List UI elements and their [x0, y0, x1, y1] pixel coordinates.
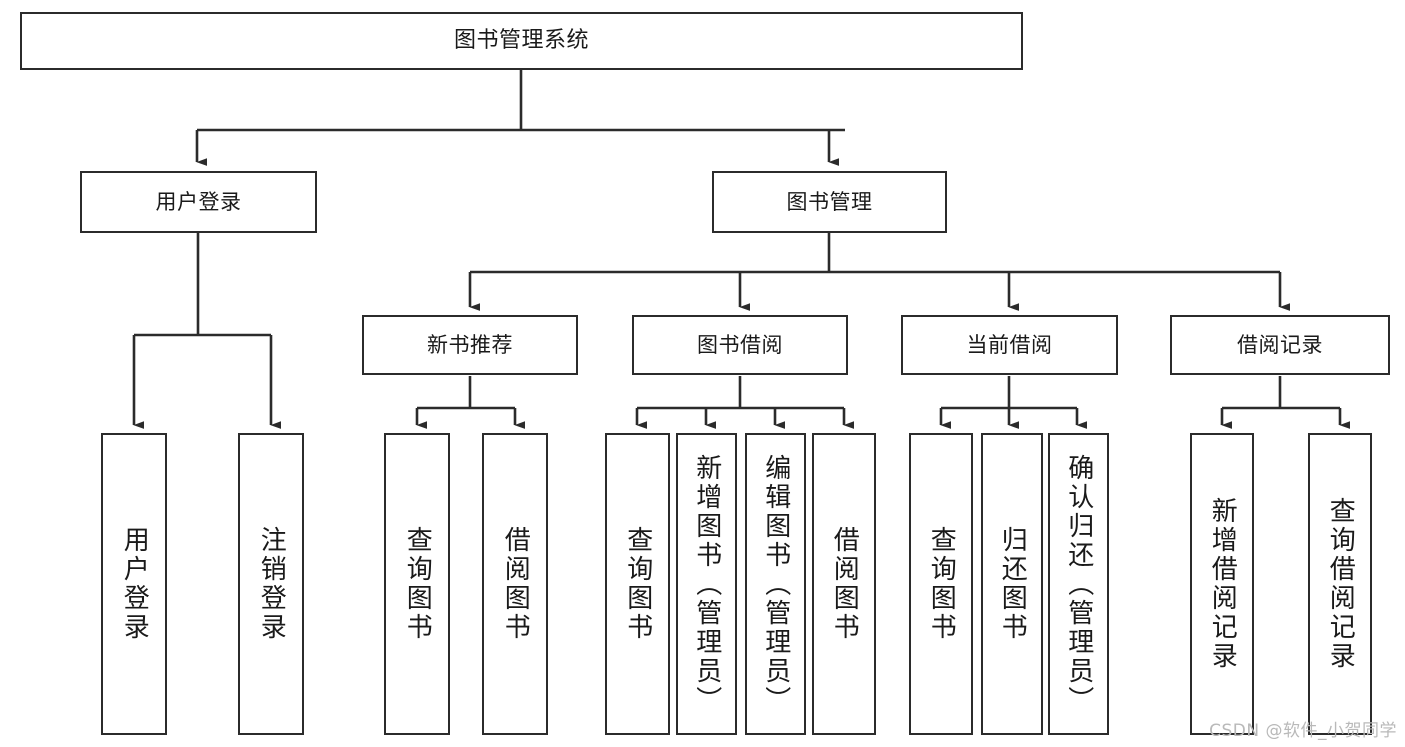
- node-label: 新书推荐: [427, 332, 513, 357]
- node-label: 查询借阅记录: [1325, 497, 1356, 671]
- node-label: 查询图书: [926, 526, 957, 642]
- node-book-borrow[interactable]: 图书借阅: [632, 315, 848, 375]
- node-book-management[interactable]: 图书管理: [712, 171, 947, 233]
- node-label: 归还图书: [997, 526, 1028, 642]
- leaf-borrow-query-book[interactable]: 查询图书: [605, 433, 670, 735]
- node-root-system[interactable]: 图书管理系统: [20, 12, 1023, 70]
- edge-borrow-to-leaves: [635, 376, 855, 429]
- leaf-current-confirm-return-admin[interactable]: 确认归还（管理员）: [1048, 433, 1109, 735]
- node-label: 用户登录: [155, 189, 242, 214]
- node-label: 查询图书: [622, 526, 653, 642]
- watermark-text: CSDN @软件_小贺同学: [1209, 721, 1397, 741]
- node-label: 当前借阅: [966, 332, 1053, 357]
- leaf-borrow-edit-book-admin[interactable]: 编辑图书（管理员）: [745, 433, 806, 735]
- leaf-recommend-borrow-book[interactable]: 借阅图书: [482, 433, 548, 735]
- node-label: 查询图书: [402, 526, 433, 642]
- node-current-borrow[interactable]: 当前借阅: [901, 315, 1118, 375]
- node-user-login[interactable]: 用户登录: [80, 171, 317, 233]
- edge-record-to-leaves: [1220, 376, 1351, 429]
- leaf-current-return-book[interactable]: 归还图书: [981, 433, 1043, 735]
- edge-root-to-level2: [195, 70, 845, 166]
- node-label: 新增图书（管理员）: [691, 453, 722, 715]
- leaf-borrow-borrow-book[interactable]: 借阅图书: [812, 433, 876, 735]
- node-borrow-record[interactable]: 借阅记录: [1170, 315, 1390, 375]
- node-label: 新增借阅记录: [1207, 497, 1238, 671]
- leaf-user-login-logout[interactable]: 注销登录: [238, 433, 304, 735]
- leaf-recommend-query-book[interactable]: 查询图书: [384, 433, 450, 735]
- node-label: 图书借阅: [697, 332, 783, 357]
- edge-bookmgmt-to-level3: [468, 233, 1291, 311]
- node-new-book-recommend[interactable]: 新书推荐: [362, 315, 578, 375]
- leaf-user-login-login[interactable]: 用户登录: [101, 433, 167, 735]
- leaf-current-query-book[interactable]: 查询图书: [909, 433, 973, 735]
- edge-current-to-leaves: [939, 376, 1088, 429]
- node-label: 借阅图书: [500, 526, 531, 642]
- leaf-record-query-record[interactable]: 查询借阅记录: [1308, 433, 1372, 735]
- leaf-record-add-record[interactable]: 新增借阅记录: [1190, 433, 1254, 735]
- node-label: 注销登录: [256, 526, 287, 642]
- edge-userlogin-to-leaves: [132, 233, 282, 429]
- node-label: 借阅图书: [829, 526, 860, 642]
- node-label: 用户登录: [119, 526, 150, 642]
- leaf-borrow-add-book-admin[interactable]: 新增图书（管理员）: [676, 433, 737, 735]
- node-label: 借阅记录: [1237, 332, 1323, 357]
- node-label: 确认归还（管理员）: [1063, 453, 1094, 715]
- node-label: 图书管理: [786, 189, 873, 214]
- node-label: 编辑图书（管理员）: [760, 453, 791, 715]
- node-label: 图书管理系统: [453, 28, 589, 54]
- edge-recommend-to-leaves: [415, 376, 526, 429]
